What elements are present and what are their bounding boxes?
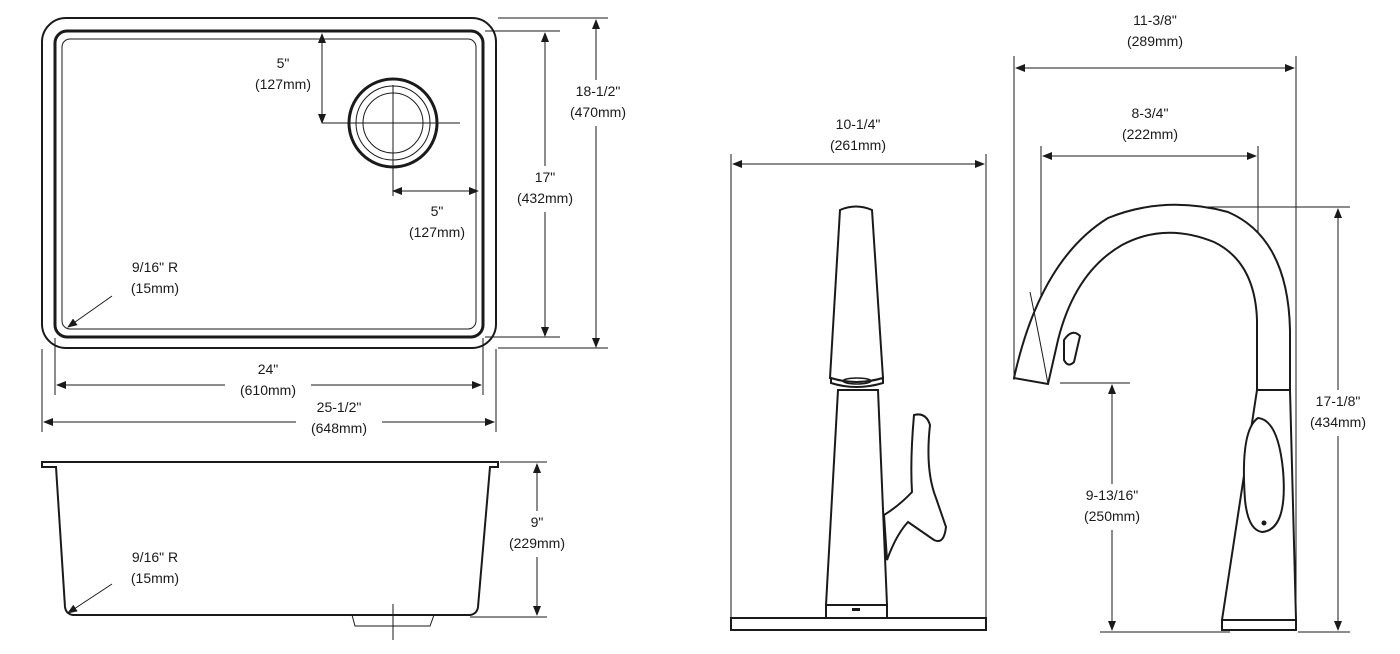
sink-outer-rim xyxy=(41,17,497,349)
overall-length-dimension: 18-1/2" (470mm) xyxy=(498,17,631,349)
side-corner-radius-in: 9/16" R xyxy=(132,549,178,565)
overall-length-mm: (470mm) xyxy=(570,104,626,120)
side-corner-radius-mm: (15mm) xyxy=(131,570,179,586)
overall-reach-dimension: 11-3/8" (289mm) xyxy=(1013,12,1297,630)
faucet-handle xyxy=(882,413,948,561)
drain-offset-top-in: 5" xyxy=(277,55,290,71)
sink-side-view: 9/16" R (15mm) 9" (229mm) xyxy=(41,461,574,640)
bowl-length-in: 17" xyxy=(535,169,556,185)
base-width-mm: (261mm) xyxy=(830,137,886,153)
faucet-side-view: 11-3/8" (289mm) 8-3/4" (222mm) 9-13/16" … xyxy=(1012,12,1374,633)
overall-reach-in: 11-3/8" xyxy=(1133,12,1177,28)
spray-button xyxy=(1063,331,1082,366)
sink-bowl-edge xyxy=(53,29,485,339)
drain-offset-top-dimension: 5" (127mm) xyxy=(255,33,326,124)
drain-offset-side-mm: (127mm) xyxy=(409,224,465,240)
base-width-dimension: 10-1/4" (261mm) xyxy=(730,116,987,619)
gooseneck-spout xyxy=(1012,203,1291,391)
spout-reach-in: 8-3/4" xyxy=(1132,105,1169,121)
faucet-front-view: 10-1/4" (261mm) xyxy=(730,116,987,631)
drain-opening xyxy=(322,77,460,196)
top-corner-radius-in: 9/16" R xyxy=(132,259,178,275)
overall-height-in: 17-1/8" xyxy=(1316,393,1361,409)
bowl-width-mm: (610mm) xyxy=(240,382,296,398)
sink-bowl-inner xyxy=(61,38,477,330)
overall-width-dimension: 25-1/2" (648mm) xyxy=(41,349,497,442)
side-handle xyxy=(1242,416,1285,534)
deck-plate xyxy=(730,617,987,631)
spray-head xyxy=(828,205,885,383)
overall-width-in: 25-1/2" xyxy=(317,399,362,415)
side-base-ring xyxy=(1221,619,1297,631)
bowl-width-in: 24" xyxy=(258,361,279,377)
spout-reach-mm: (222mm) xyxy=(1122,126,1178,142)
front-indicator xyxy=(852,608,860,611)
spout-height-mm: (250mm) xyxy=(1084,508,1140,524)
spray-face-line xyxy=(1013,377,1049,385)
bowl-length-dimension: 17" (432mm) xyxy=(485,30,577,338)
overall-height-mm: (434mm) xyxy=(1310,414,1366,430)
overall-height-dimension: 17-1/8" (434mm) xyxy=(1180,206,1374,633)
spray-nozzle xyxy=(842,377,872,385)
side-corner-radius-callout: 9/16" R (15mm) xyxy=(67,549,179,614)
drain-offset-top-mm: (127mm) xyxy=(255,76,311,92)
bowl-width-dimension: 24" (610mm) xyxy=(54,338,484,404)
spray-head-face xyxy=(830,376,884,388)
overall-length-in: 18-1/2" xyxy=(576,83,621,99)
handle-indicator xyxy=(1261,520,1267,526)
sink-side-profile xyxy=(41,461,499,616)
base-width-in: 10-1/4" xyxy=(836,116,881,132)
spray-head-seam xyxy=(1029,291,1049,385)
top-corner-radius-mm: (15mm) xyxy=(131,280,179,296)
sink-depth-in: 9" xyxy=(531,514,544,530)
overall-reach-mm: (289mm) xyxy=(1127,33,1183,49)
drain-offset-side-dimension: 5" (127mm) xyxy=(392,187,479,240)
spout-height-dimension: 9-13/16" (250mm) xyxy=(1060,382,1230,633)
spout-height-in: 9-13/16" xyxy=(1086,487,1138,503)
sink-depth-dimension: 9" (229mm) xyxy=(470,461,574,618)
bowl-length-mm: (432mm) xyxy=(517,190,573,206)
sink-top-view: 5" (127mm) 5" (127mm) 17" (432mm) 18-1/2… xyxy=(41,17,631,442)
overall-width-mm: (648mm) xyxy=(311,420,367,436)
faucet-column xyxy=(824,389,889,606)
drain-offset-side-in: 5" xyxy=(431,203,444,219)
bowl-corner-radius-callout: 9/16" R (15mm) xyxy=(67,259,179,328)
sink-depth-mm: (229mm) xyxy=(509,535,565,551)
faucet-base-ring xyxy=(825,604,888,619)
